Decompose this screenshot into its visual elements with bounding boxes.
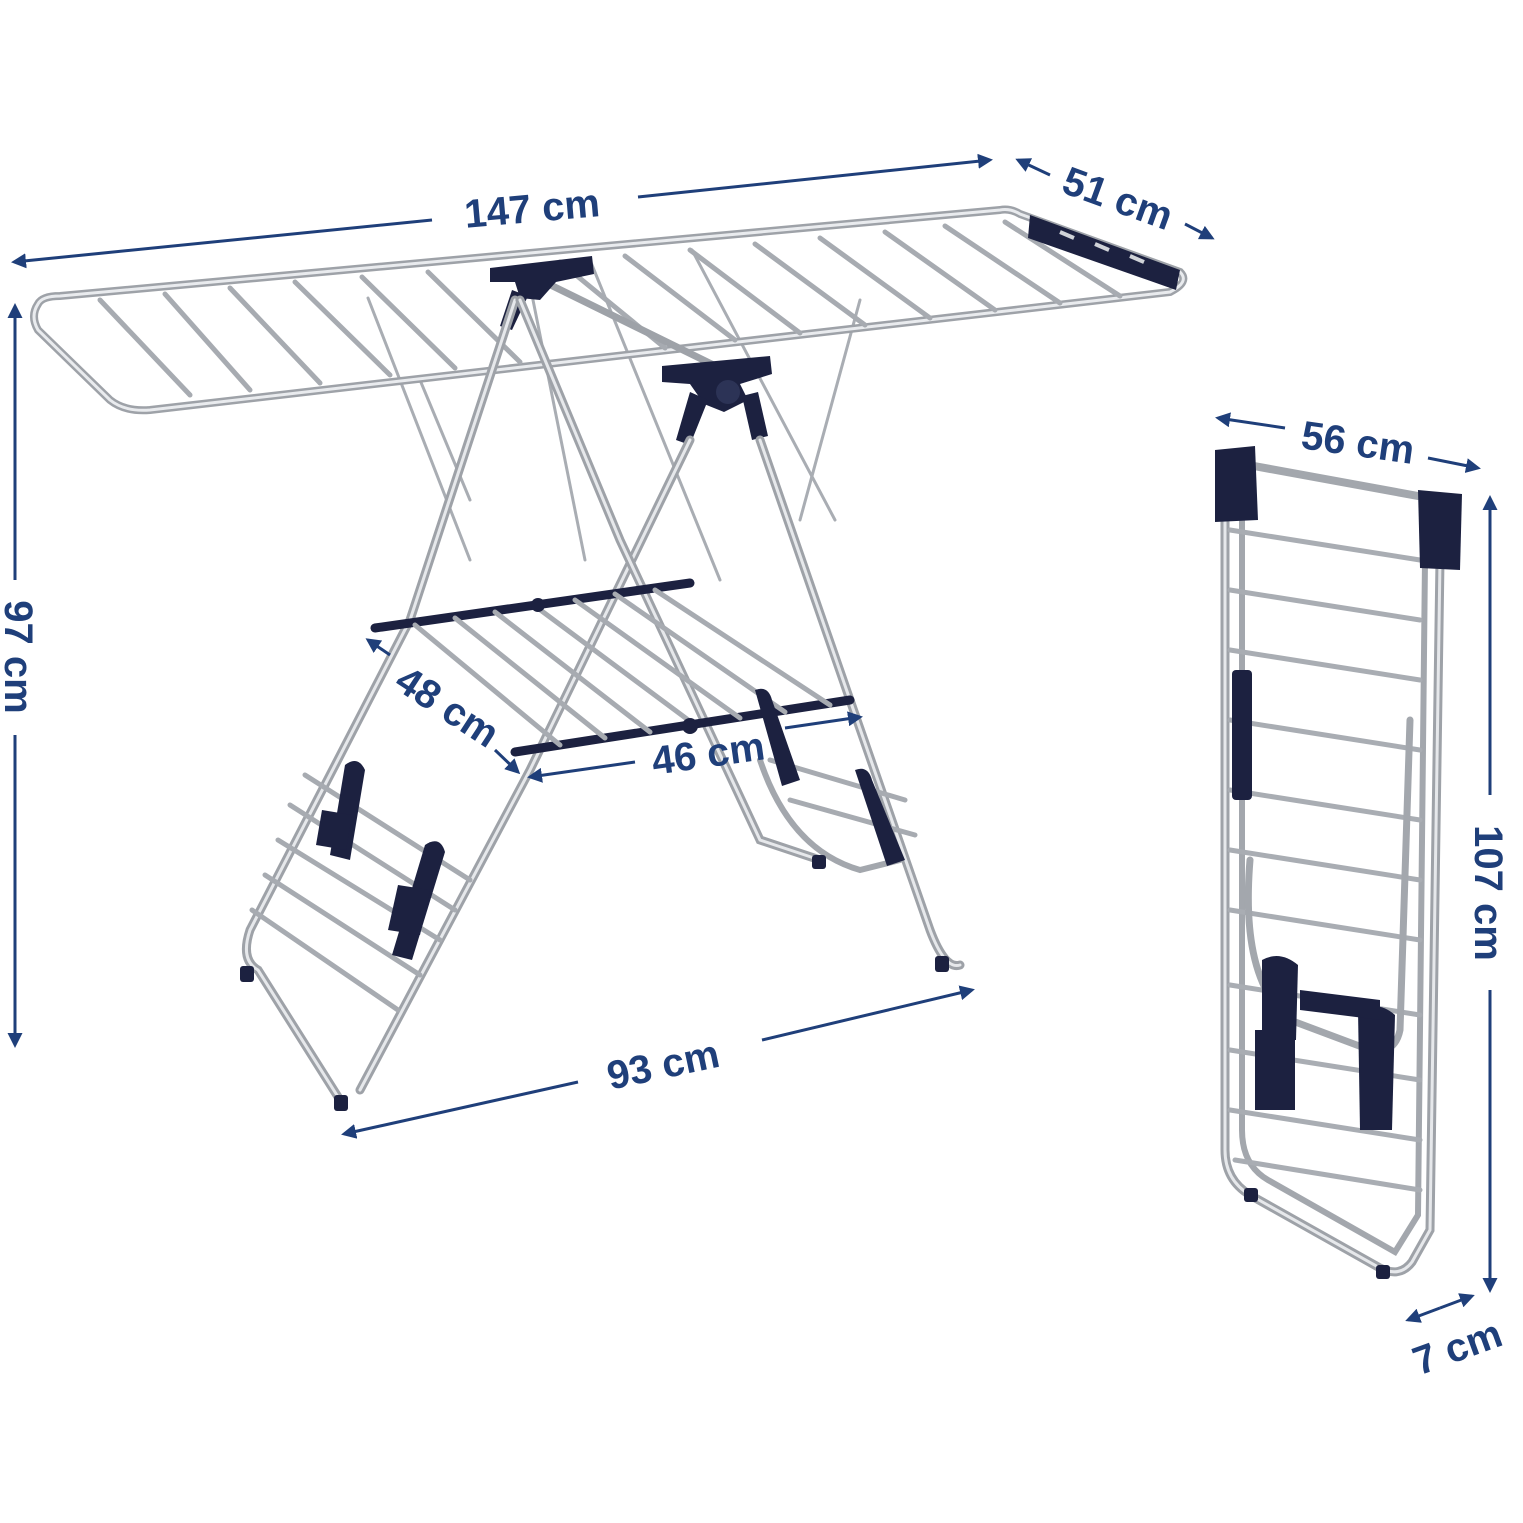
dimension-line-shelf-depth — [365, 638, 391, 657]
dimension-line-depth-folded — [1405, 1306, 1441, 1323]
label-base-width: 93 cm — [603, 1032, 723, 1099]
top-drying-frame — [30, 205, 1188, 415]
rubber-foot-icon — [240, 855, 949, 1111]
label-depth-open: 51 cm — [1057, 159, 1179, 239]
dimension-line-width-folded — [1215, 412, 1286, 430]
hinge-joint-icon — [490, 256, 772, 445]
dimension-line-base-width — [341, 1080, 579, 1139]
sock-clip-icon — [316, 688, 905, 960]
label-depth-folded: 7 cm — [1407, 1312, 1508, 1385]
dimension-line-depth-open — [1015, 158, 1051, 177]
label-width-open: 147 cm — [463, 181, 602, 237]
label-height-open: 97 cm — [0, 600, 40, 713]
rack-legs — [241, 295, 965, 1105]
middle-shelf — [370, 578, 855, 757]
label-width-folded: 56 cm — [1299, 413, 1417, 472]
label-height-folded: 107 cm — [1466, 825, 1510, 961]
dimension-line-shelf-width — [527, 760, 636, 783]
folded-drying-rack — [1215, 446, 1462, 1279]
open-drying-rack — [30, 205, 1188, 1111]
label-shelf-depth: 48 cm — [388, 658, 507, 757]
end-bumper — [1028, 215, 1180, 290]
dimension-lines — [7, 153, 1498, 1323]
label-shelf-width: 46 cm — [649, 724, 767, 783]
folded-plastic-parts — [1215, 446, 1462, 1279]
dimension-line-width-open — [11, 218, 433, 269]
